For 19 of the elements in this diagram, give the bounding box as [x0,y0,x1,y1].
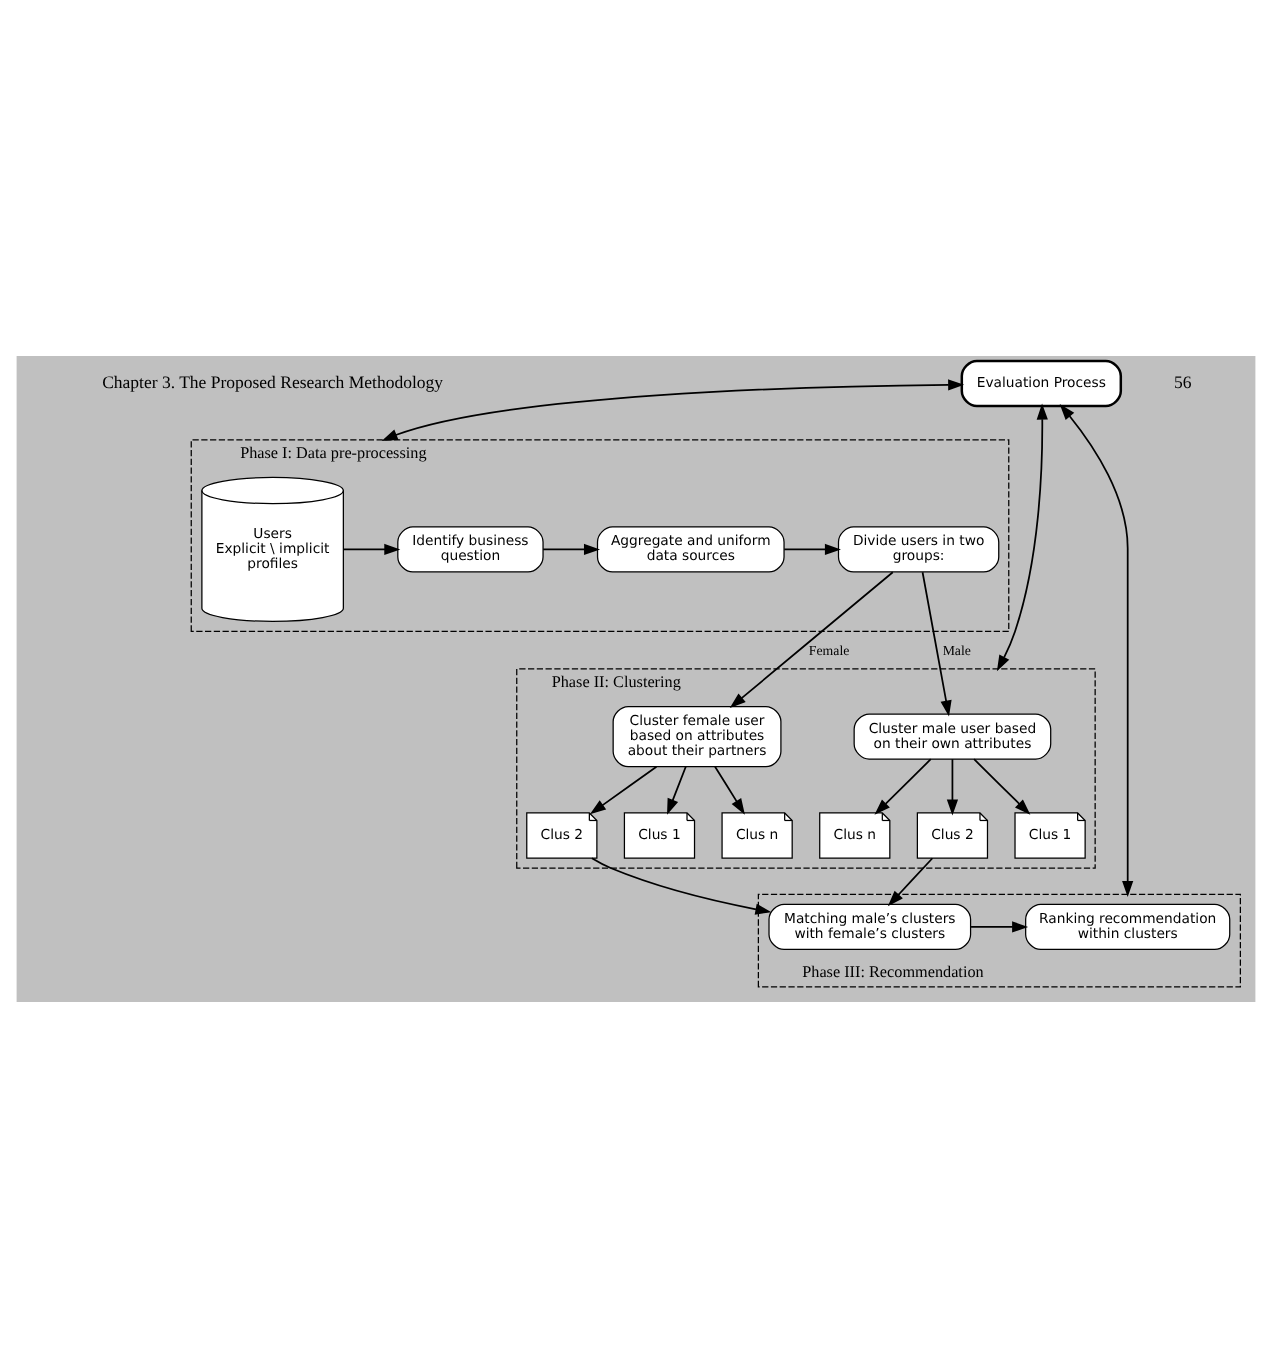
label: Chapter 3. The Proposed Research Methodology [102,371,444,392]
arrow [996,402,1048,671]
arrow [783,542,841,555]
arrow [973,757,1031,814]
arrow [714,764,745,814]
arrow [921,570,952,716]
arrow [667,764,687,814]
arrow [542,542,600,555]
arrow [591,856,772,914]
label: 56 [1174,371,1192,392]
arrow [589,764,658,814]
arrow [381,378,965,440]
arrow [342,542,401,555]
arrow [874,757,932,814]
arrow [887,856,934,906]
arrow [1059,403,1134,896]
arrow [946,757,959,815]
arrow [729,570,894,708]
arrow [970,920,1029,932]
